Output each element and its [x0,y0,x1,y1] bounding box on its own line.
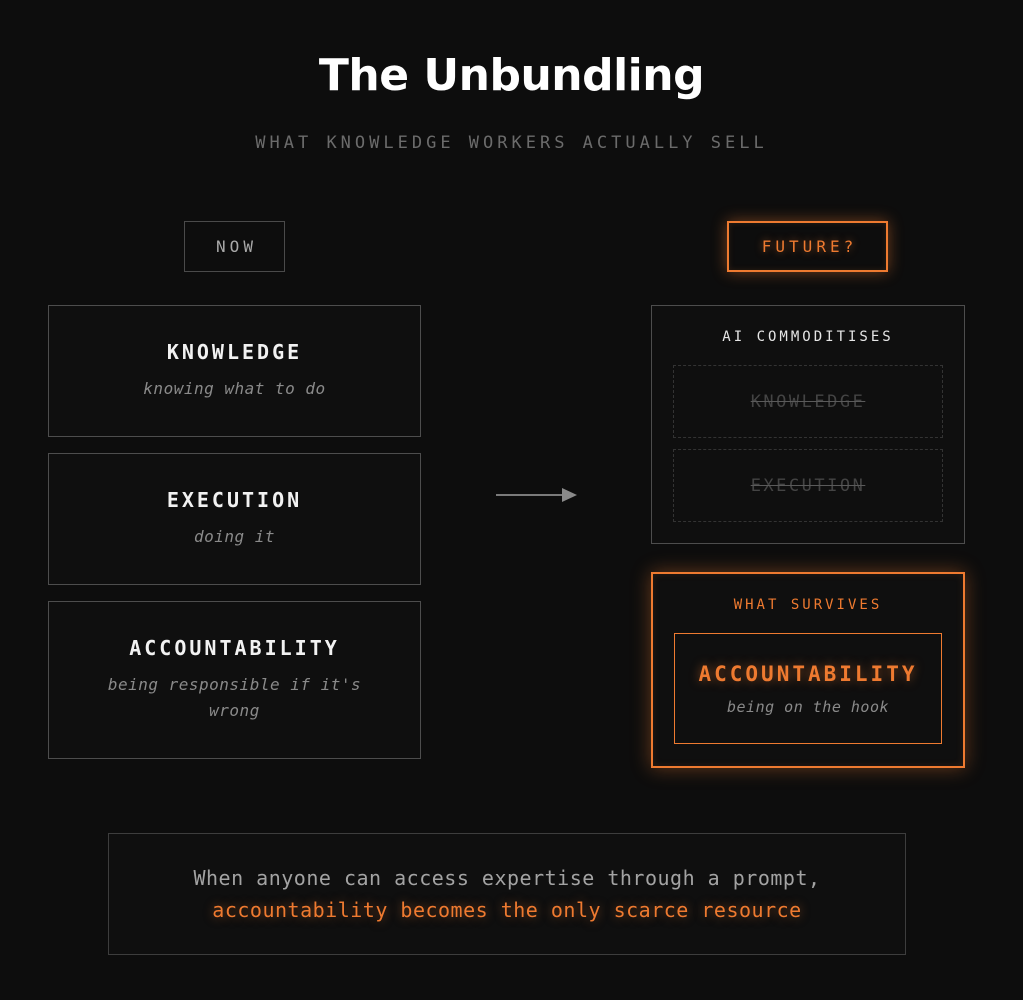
conclusion-line-1: When anyone can access expertise through… [193,866,821,890]
now-card-subtitle: doing it [193,527,276,546]
now-card-title: EXECUTION [166,488,303,512]
commoditised-item-execution: EXECUTION [673,449,943,522]
page-subtitle: WHAT KNOWLEDGE WORKERS ACTUALLY SELL [255,133,768,153]
ai-commoditises-box [651,305,965,544]
what-survives-label: WHAT SURVIVES [733,597,883,613]
survivor-subtitle: being on the hook [726,697,890,716]
survivor-title: ACCOUNTABILITY [698,661,918,686]
page-title: The Unbundling [318,50,705,101]
ai-commoditises-label: AI COMMODITISES [722,329,894,345]
now-card-accountability: ACCOUNTABILITY being responsible if it's… [48,601,421,759]
commoditised-item-label: KNOWLEDGE [750,391,866,412]
right-arrow-icon [496,488,577,502]
now-card-execution: EXECUTION doing it [48,453,421,585]
what-survives-box [651,572,965,768]
commoditised-item-knowledge: KNOWLEDGE [673,365,943,438]
now-tag-label: NOW [216,237,257,256]
now-tag: NOW [184,221,285,272]
survivor-card: ACCOUNTABILITY being on the hook [674,633,942,744]
commoditised-item-label: EXECUTION [750,475,866,496]
future-tag: FUTURE? [727,221,888,272]
now-card-knowledge: KNOWLEDGE knowing what to do [48,305,421,437]
now-card-title: KNOWLEDGE [166,340,303,364]
conclusion-box: When anyone can access expertise through… [108,833,906,955]
conclusion-line-2: accountability becomes the only scarce r… [212,898,802,922]
now-card-subtitle: being responsible if it's wrong [107,675,362,720]
now-card-title: ACCOUNTABILITY [129,636,340,660]
future-tag-label: FUTURE? [761,237,858,256]
now-card-subtitle: knowing what to do [143,379,326,398]
